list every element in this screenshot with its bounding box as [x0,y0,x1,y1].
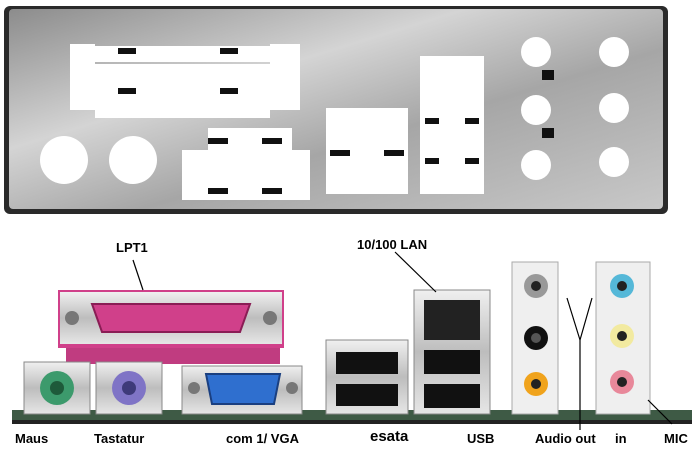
io-shield [4,6,668,214]
esata-ports [325,339,409,415]
ps2-mouse-port [23,361,91,415]
label-lan: 10/100 LAN [357,237,428,252]
lan-usb-stack [413,289,491,415]
vga-port [181,365,303,415]
label-audio-out: Audio out [535,431,596,446]
ps2-keyboard-port [95,361,163,415]
pointer-lines [132,251,673,430]
audio-in-stack [595,261,651,415]
label-mic: MIC [664,431,688,446]
lpt1-port [58,290,284,364]
label-maus: Maus [15,431,49,446]
label-tastatur: Tastatur [94,431,145,446]
label-usb: USB [467,431,495,446]
label-in: in [615,431,627,446]
audio-out-stack [511,261,559,415]
label-esata: esata [370,428,409,445]
label-lpt1: LPT1 [116,240,148,255]
label-com-vga: com 1/ VGA [226,431,299,446]
